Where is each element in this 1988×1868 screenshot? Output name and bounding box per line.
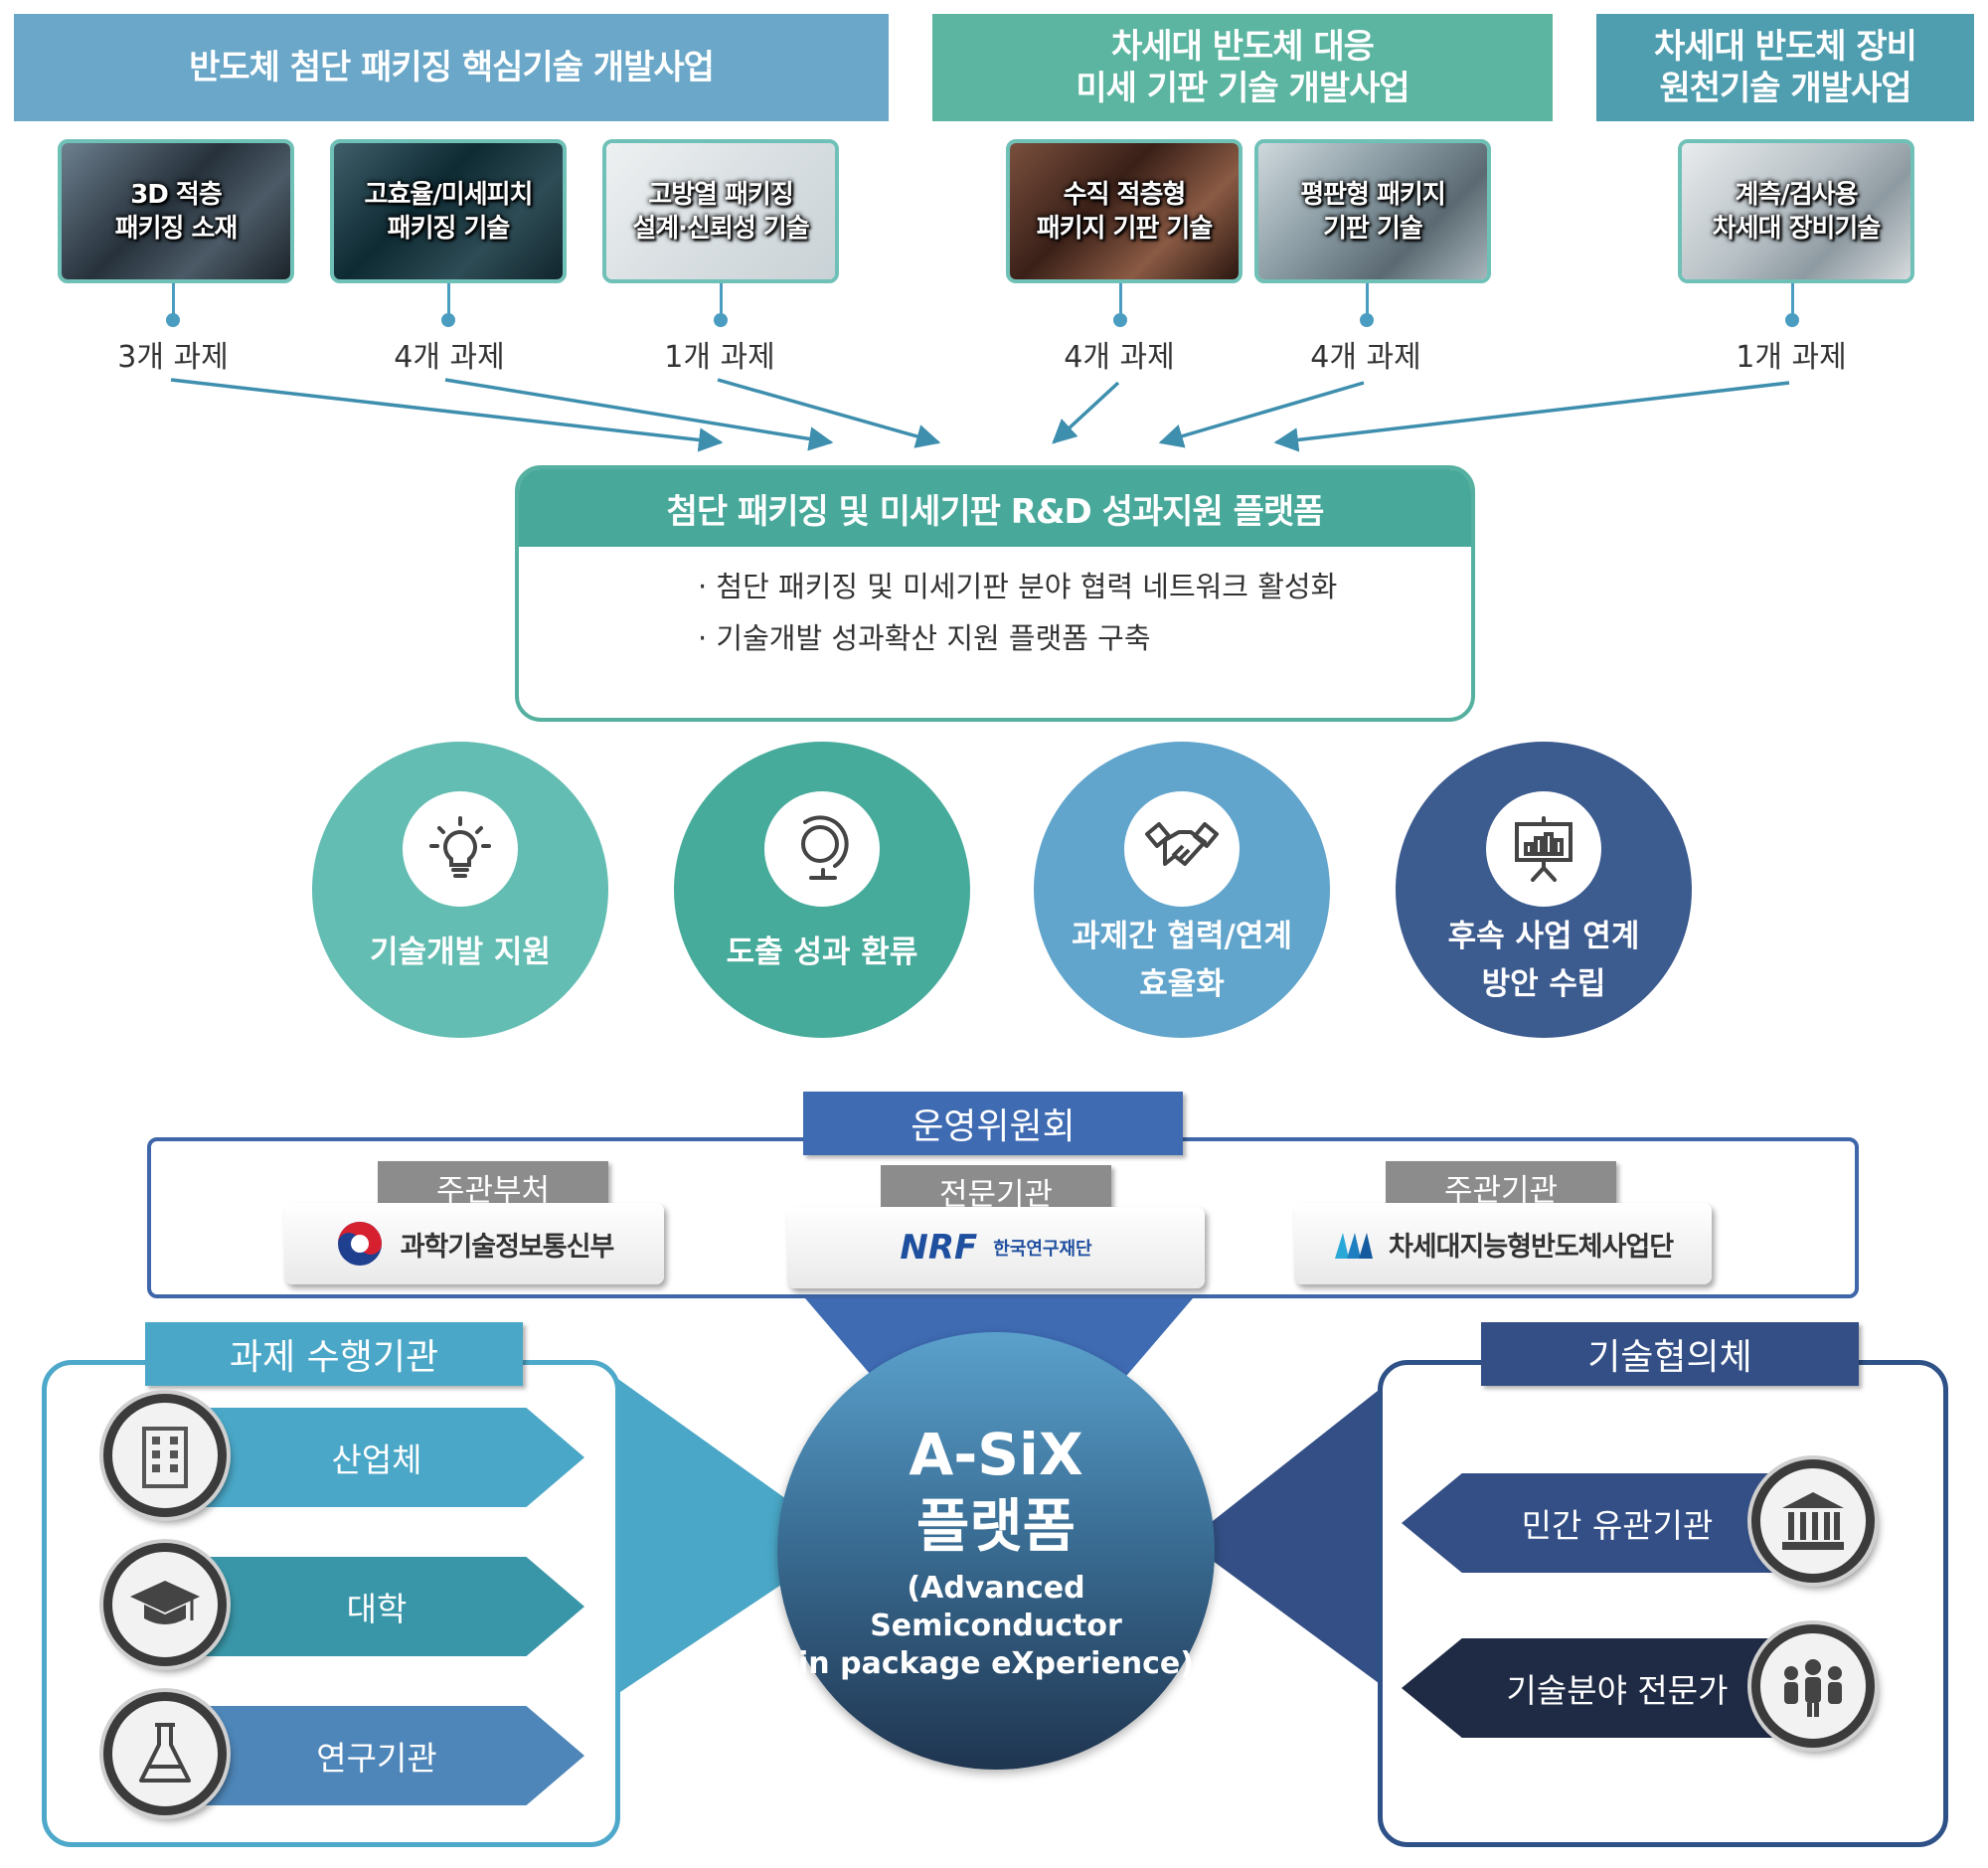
performer-label: 산업체: [331, 1441, 422, 1479]
function-label: 과제간 협력/연계 효율화: [1072, 919, 1292, 1002]
taegeuk-logo-icon: [337, 1222, 382, 1266]
program-header-equipment: 차세대 반도체 장비 원천기술 개발사업: [1596, 14, 1974, 121]
function-label: 도출 성과 환류: [726, 934, 918, 970]
platform-name: A-SiX 플랫폼: [909, 1421, 1083, 1560]
connector-line: [1791, 283, 1794, 320]
performer-label: 연구기관: [316, 1739, 437, 1778]
tech-tile-thermal: 고방열 패키징 설계·신뢰성 기술: [602, 139, 839, 283]
platform-bullet: · 첨단 패키징 및 미세기판 분야 협력 네트워크 활성화: [698, 570, 1338, 603]
logo-card-nrf: NRF 한국연구재단: [787, 1207, 1205, 1288]
connector-line: [1119, 283, 1122, 320]
connector-line: [172, 283, 175, 320]
chip-photo: [62, 143, 290, 279]
performer-panel-title: 과제 수행기관: [145, 1322, 523, 1386]
lightbulb-icon: [403, 791, 518, 907]
tech-label: 3D 적층 패키징 소재: [114, 179, 239, 244]
agency-logo-icon: [1334, 1233, 1373, 1259]
function-circle-collaboration: 과제간 협력/연계 효율화: [1034, 742, 1330, 1038]
platform-fullname: (Advanced Semiconductor in package eXper…: [798, 1571, 1194, 1681]
equipment-photo: [1682, 143, 1910, 279]
project-count: 4개 과제: [394, 340, 505, 375]
org-name: 과학기술정보통신부: [400, 1231, 615, 1263]
tech-tile-metrology: 계측/검사용 차세대 장비기술: [1678, 139, 1914, 283]
project-count: 1개 과제: [664, 340, 775, 375]
flow-arrows: [170, 378, 1790, 452]
presentation-chart-icon: [1486, 791, 1601, 907]
circuit-photo: [334, 143, 563, 279]
tech-tile-3d-stacking: 3D 적층 패키징 소재: [58, 139, 294, 283]
program-title: 차세대 반도체 장비 원천기술 개발사업: [1654, 27, 1917, 108]
platform-bullet: · 기술개발 성과확산 지원 플랫폼 구축: [698, 621, 1151, 655]
connector-dot: [1113, 313, 1127, 327]
people-icon: [1751, 1624, 1875, 1748]
substrate-photo: [1010, 143, 1239, 279]
flow-arrow: [717, 378, 941, 448]
program-header-packaging: 반도체 첨단 패키징 핵심기술 개발사업: [14, 14, 889, 121]
substrate-photo: [1258, 143, 1487, 279]
org-name: 차세대지능형반도체사업단: [1388, 1231, 1674, 1263]
program-title: 차세대 반도체 대응 미세 기판 기술 개발사업: [1076, 27, 1409, 108]
left-connector-wedge: [608, 1372, 817, 1700]
globe-icon: [764, 791, 880, 907]
connector-dot: [441, 313, 455, 327]
org-name: 한국연구재단: [993, 1239, 1092, 1260]
connector-line: [447, 283, 450, 320]
project-count: 3개 과제: [117, 340, 229, 375]
tech-tile-flat-substrate: 평판형 패키지 기판 기술: [1254, 139, 1491, 283]
performer-item-research: 연구기관: [169, 1706, 584, 1805]
council-panel-title: 기술협의체: [1481, 1322, 1859, 1386]
handshake-icon: [1124, 791, 1240, 907]
institution-icon: [1751, 1459, 1875, 1583]
connector-line: [1366, 283, 1369, 320]
nrf-logo-icon: NRF: [900, 1228, 978, 1268]
program-header-substrate: 차세대 반도체 대응 미세 기판 기술 개발사업: [932, 14, 1553, 121]
building-icon: [103, 1394, 227, 1517]
schematic-image: [606, 143, 835, 279]
council-label: 기술분야 전문가: [1506, 1671, 1729, 1710]
project-count: 4개 과제: [1310, 340, 1421, 375]
flow-arrow: [1158, 381, 1365, 448]
program-title: 반도체 첨단 패키징 핵심기술 개발사업: [189, 48, 715, 87]
flask-icon: [103, 1692, 227, 1815]
project-count: 1개 과제: [1736, 340, 1847, 375]
connector-dot: [166, 313, 180, 327]
right-connector-wedge: [1213, 1372, 1402, 1700]
tech-label: 고방열 패키징 설계·신뢰성 기술: [632, 179, 809, 244]
tech-label: 수직 적층형 패키지 기판 기술: [1036, 179, 1214, 244]
function-circle-feedback: 도출 성과 환류: [674, 742, 970, 1038]
connector-dot: [1360, 313, 1374, 327]
committee-label: 운영위원회: [803, 1092, 1183, 1155]
flow-arrow: [1273, 381, 1790, 452]
function-circle-followup: 후속 사업 연계 방안 수립: [1396, 742, 1692, 1038]
platform-title: 첨단 패키징 및 미세기판 R&D 성과지원 플랫폼: [519, 469, 1471, 547]
council-panel: [1378, 1360, 1948, 1847]
logo-card-asix: 차세대지능형반도체사업단: [1294, 1203, 1712, 1284]
platform-box: 첨단 패키징 및 미세기판 R&D 성과지원 플랫폼 · 첨단 패키징 및 미세…: [515, 465, 1475, 722]
tech-label: 계측/검사용 차세대 장비기술: [1712, 179, 1881, 244]
connector-dot: [714, 313, 728, 327]
flow-arrow: [1052, 381, 1120, 444]
council-label: 민간 유관기관: [1521, 1506, 1714, 1545]
tech-tile-vertical-substrate: 수직 적층형 패키지 기판 기술: [1006, 139, 1242, 283]
logo-card-msit: 과학기술정보통신부: [284, 1203, 664, 1284]
performer-label: 대학: [346, 1590, 408, 1628]
connector-dot: [1785, 313, 1799, 327]
asix-platform-circle: A-SiX 플랫폼 (Advanced Semiconductor in pac…: [777, 1332, 1215, 1770]
performer-item-university: 대학: [169, 1557, 584, 1656]
function-label: 후속 사업 연계 방안 수립: [1447, 919, 1640, 1002]
graduation-cap-icon: [103, 1543, 227, 1666]
project-count: 4개 과제: [1064, 340, 1175, 375]
performer-item-industry: 산업체: [169, 1408, 584, 1507]
flow-arrow: [444, 378, 834, 451]
connector-line: [720, 283, 723, 320]
function-circle-tech-support: 기술개발 지원: [312, 742, 608, 1038]
function-label: 기술개발 지원: [370, 934, 551, 970]
tech-tile-fine-pitch: 고효율/미세피치 패키징 기술: [330, 139, 567, 283]
flow-arrow: [170, 378, 724, 452]
tech-label: 평판형 패키지 기판 기술: [1300, 179, 1446, 244]
tech-label: 고효율/미세피치 패키징 기술: [364, 179, 534, 244]
